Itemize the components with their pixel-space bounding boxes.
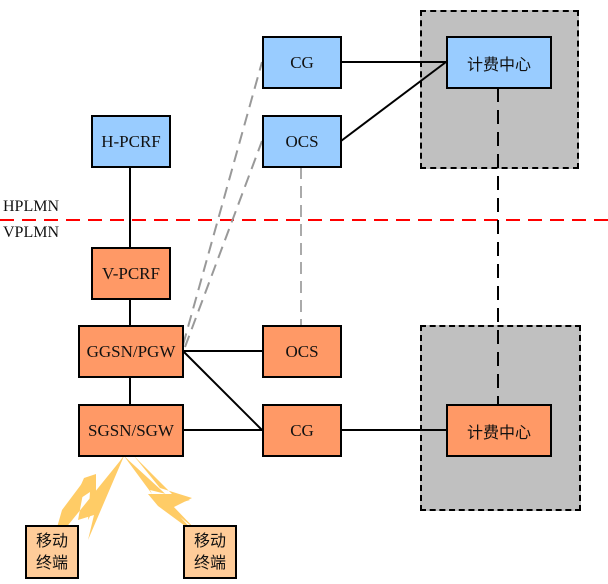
hplmn-label: HPLMN (3, 198, 60, 215)
vpcrf-node[interactable]: V-PCRF (91, 247, 171, 300)
ocs-home-node[interactable]: OCS (262, 115, 342, 168)
ocs-visited-node[interactable]: OCS (262, 325, 342, 378)
hpcrf-node[interactable]: H-PCRF (91, 115, 171, 168)
terminal-label-line1: 移动 (35, 531, 68, 550)
cg-home-node[interactable]: CG (262, 36, 342, 89)
ocs-home-billing-link (340, 61, 447, 142)
cg-visited-node[interactable]: CG (262, 404, 342, 457)
sgsn-sgw-node[interactable]: SGSN/SGW (78, 404, 184, 457)
ggsn-cg-home-link (182, 61, 263, 346)
billing-center-visited-node[interactable]: 计费中心 (446, 404, 552, 457)
terminal-label-line2: 终端 (35, 553, 68, 572)
terminal-label-line2: 终端 (193, 553, 226, 572)
ggsn-pgw-node[interactable]: GGSN/PGW (78, 325, 184, 378)
wireless-link-icon (124, 456, 196, 530)
mobile-terminal-2[interactable]: 移动 终端 (183, 525, 237, 579)
wireless-link-icon (52, 456, 124, 545)
vplmn-label: VPLMN (3, 224, 60, 241)
ggsn-cg-visited-link (182, 350, 263, 431)
lightning-bolt-right-icon (134, 456, 196, 534)
mobile-terminal-1[interactable]: 移动 终端 (25, 525, 79, 579)
billing-center-home-node[interactable]: 计费中心 (446, 36, 552, 89)
terminal-label-line1: 移动 (193, 531, 226, 550)
